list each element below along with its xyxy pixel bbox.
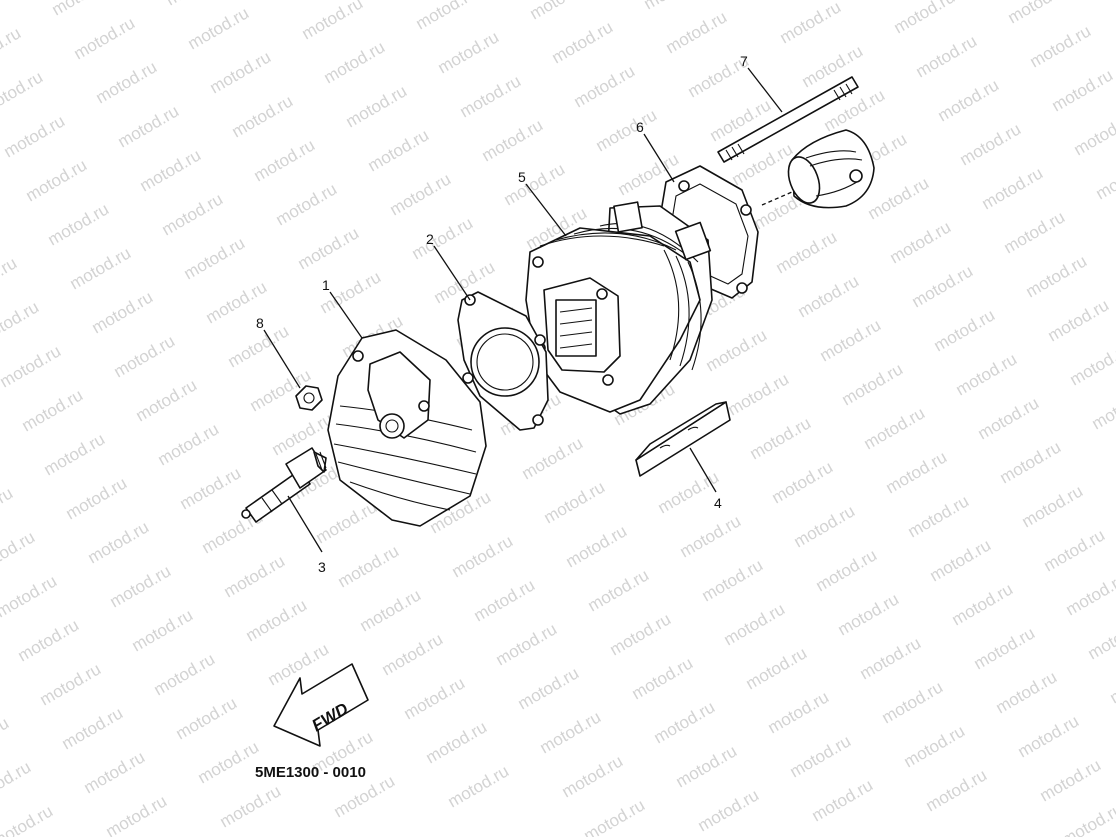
callout-5: 5 <box>518 169 526 185</box>
diagram-code: 5ME1300 - 0010 <box>255 764 366 781</box>
piston[interactable] <box>761 129 875 209</box>
callout-6: 6 <box>636 119 644 135</box>
stud-bolt-part-7[interactable] <box>717 76 859 163</box>
callout-3: 3 <box>318 559 326 575</box>
leader-lines <box>263 67 783 553</box>
cylinder-head-part-1[interactable] <box>327 329 487 527</box>
cylinder-head-gasket-part-2[interactable] <box>457 291 549 431</box>
nut-part-8[interactable] <box>295 385 323 411</box>
callout-8: 8 <box>256 315 264 331</box>
callout-4: 4 <box>714 495 722 511</box>
guide-part-4[interactable] <box>635 401 731 477</box>
fwd-direction-arrow: FWD <box>273 663 369 747</box>
callout-2: 2 <box>426 231 434 247</box>
callout-numbers: 1 2 3 4 5 6 7 8 <box>256 53 748 575</box>
callout-1: 1 <box>322 277 330 293</box>
spark-plug-part-3[interactable] <box>241 447 327 523</box>
cylinder-part-5[interactable] <box>525 201 713 415</box>
callout-7: 7 <box>740 53 748 69</box>
